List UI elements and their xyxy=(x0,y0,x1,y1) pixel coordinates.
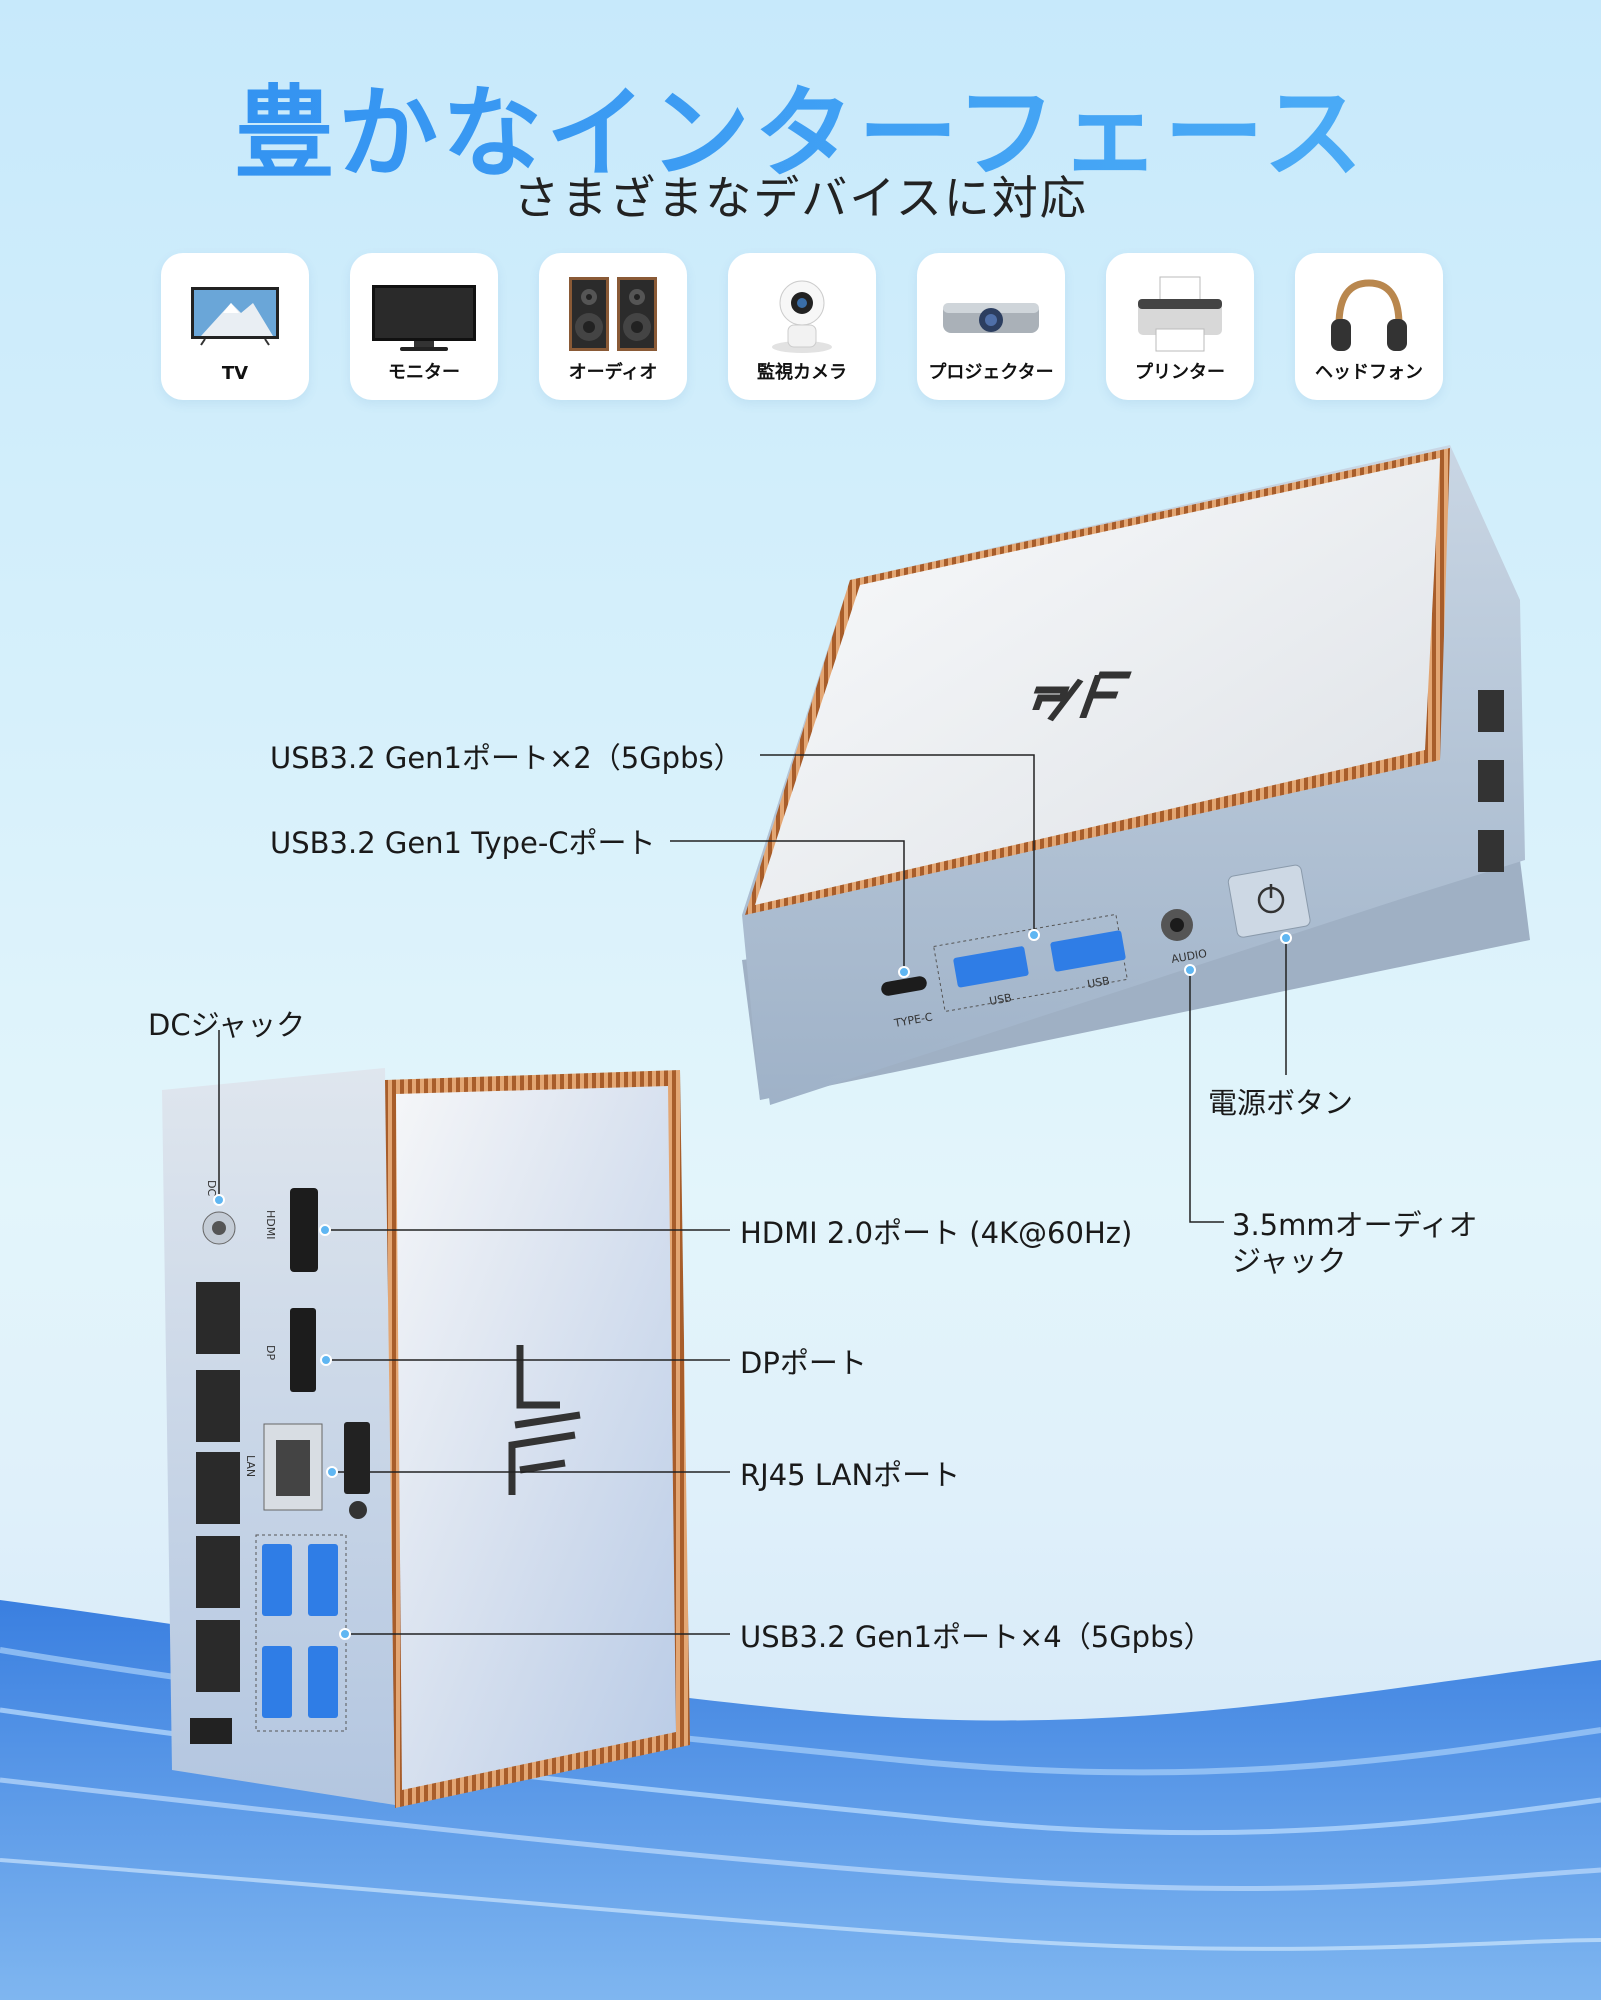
callout-dp: DPポート xyxy=(740,1346,867,1380)
mini-pc-rear: DC HDMI DP LAN xyxy=(162,1068,690,1808)
usb-label: USB xyxy=(1086,974,1111,991)
device-card-monitor: モニター xyxy=(350,253,498,400)
usb2-port xyxy=(344,1422,370,1494)
page-subtitle: さまざまなデバイスに対応 xyxy=(513,171,1088,225)
device-card-audio: オーディオ xyxy=(539,253,687,400)
page-title: 豊かなインターフェース xyxy=(0,52,1601,197)
speakers-icon xyxy=(569,277,657,351)
callout-dots xyxy=(213,929,1292,1640)
callout-power-button: 電源ボタン xyxy=(1208,1086,1354,1120)
usb-port xyxy=(1050,930,1126,972)
projector-icon xyxy=(943,303,1039,333)
dp-port xyxy=(290,1308,316,1392)
lock-slot xyxy=(190,1718,232,1744)
usb-port xyxy=(262,1646,292,1718)
brand-logo xyxy=(1032,671,1132,722)
device-card-printer: プリンター xyxy=(1106,253,1254,400)
tv-icon xyxy=(191,287,279,346)
usb-port xyxy=(953,946,1029,988)
callout-audio-jack-2: ジャック xyxy=(1232,1244,1347,1278)
mini-pc-front: TYPE-C USB USB AUDIO xyxy=(742,445,1530,1105)
monitor-icon xyxy=(372,285,476,351)
device-label: TV xyxy=(221,363,249,384)
dp-label: DP xyxy=(264,1345,277,1360)
device-label: モニター xyxy=(388,362,460,383)
callout-dc-jack: DCジャック xyxy=(148,1008,306,1042)
hdmi-port xyxy=(290,1188,318,1272)
side-port xyxy=(1478,830,1504,872)
hdmi-label: HDMI xyxy=(264,1210,277,1239)
side-port xyxy=(1478,760,1504,802)
callout-typec-front: USB3.2 Gen1 Type-Cポート xyxy=(270,826,656,860)
security-camera-icon xyxy=(772,280,832,353)
device-label: プロジェクター xyxy=(928,362,1054,383)
callout-hdmi: HDMI 2.0ポート (4K@60Hz) xyxy=(740,1216,1133,1250)
callout-lines xyxy=(218,754,1287,1635)
dc-label: DC xyxy=(205,1180,218,1196)
headphones-icon xyxy=(1331,279,1407,351)
callout-audio-jack-1: 3.5mmオーディオ xyxy=(1232,1208,1478,1242)
usb-label: USB xyxy=(988,991,1013,1008)
brand-logo-rear xyxy=(508,1345,581,1495)
power-button[interactable] xyxy=(1227,864,1311,938)
callout-rj45: RJ45 LANポート xyxy=(740,1458,961,1492)
usb-port xyxy=(308,1646,338,1718)
vents xyxy=(196,1282,240,1692)
lan-label: LAN xyxy=(244,1455,257,1477)
audio-label: AUDIO xyxy=(1170,947,1208,966)
typec-port xyxy=(881,976,927,996)
usb-port xyxy=(262,1544,292,1616)
side-port xyxy=(1478,690,1504,732)
device-label: オーディオ xyxy=(568,362,658,383)
device-card-headphones: ヘッドフォン xyxy=(1295,253,1443,400)
device-label: プリンター xyxy=(1135,362,1225,383)
device-label: 監視カメラ xyxy=(757,362,847,383)
device-card-projector: プロジェクター xyxy=(917,253,1065,400)
device-label: ヘッドフォン xyxy=(1315,362,1423,383)
usb-port xyxy=(308,1544,338,1616)
device-card-tv: TV xyxy=(161,253,309,400)
device-card-camera: 監視カメラ xyxy=(728,253,876,400)
callout-usb-front: USB3.2 Gen1ポート×2（5Gpbs） xyxy=(270,741,743,775)
callout-usb-rear: USB3.2 Gen1ポート×4（5Gpbs） xyxy=(740,1620,1213,1654)
printer-icon xyxy=(1138,276,1222,352)
